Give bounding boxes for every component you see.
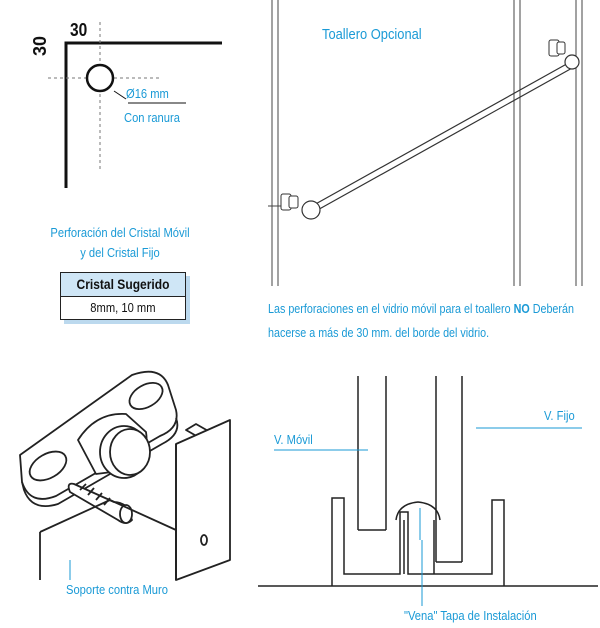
suggested-glass-title: Cristal Sugerido bbox=[76, 276, 170, 292]
bar-end-knob bbox=[301, 200, 321, 220]
dim-vertical: 30 bbox=[30, 35, 50, 56]
note-emphasis: NO bbox=[513, 302, 530, 316]
suggested-glass-box: Cristal Sugerido 8mm, 10 mm bbox=[60, 272, 186, 320]
perforation-caption-line2: y del Cristal Fijo bbox=[80, 245, 160, 260]
cap-dome bbox=[395, 501, 441, 521]
cap-label: "Vena" Tapa de Instalación bbox=[404, 608, 537, 623]
note-line1: Las perforaciones en el vidrio móvil par… bbox=[268, 297, 574, 321]
wall-mount-label: Soporte contra Muro bbox=[66, 582, 168, 597]
bar-end-knob bbox=[564, 54, 580, 70]
mount-slot bbox=[128, 381, 164, 411]
note-text: Las perforaciones en el vidrio móvil par… bbox=[268, 302, 514, 316]
towel-bar-label: Toallero Opcional bbox=[322, 26, 422, 43]
movable-glass-label: V. Móvil bbox=[274, 432, 313, 447]
bar-fixing bbox=[288, 195, 299, 209]
glass-corner bbox=[64, 41, 222, 188]
towel-bar-drawing bbox=[268, 0, 583, 286]
screw-thread bbox=[79, 483, 87, 491]
fixed-glass-label: V. Fijo bbox=[544, 408, 575, 423]
towel-bar-rod bbox=[311, 60, 573, 207]
diameter-leader bbox=[113, 90, 127, 100]
note-line2: hacerse a más de 30 mm. del borde del vi… bbox=[268, 326, 490, 340]
note-text: Deberán bbox=[529, 302, 574, 316]
wall-mount-drawing bbox=[19, 370, 231, 581]
mount-plate-edge bbox=[21, 417, 179, 508]
towel-bar-note: Las perforaciones en el vidrio móvil par… bbox=[268, 297, 574, 345]
perforation-caption: Perforación del Cristal Móvil y del Cris… bbox=[43, 223, 198, 263]
suggested-glass-value: 8mm, 10 mm bbox=[90, 300, 156, 315]
cap-stem bbox=[403, 520, 435, 574]
hole-groove: Con ranura bbox=[124, 110, 180, 125]
hole-diameter: Ø16 mm bbox=[126, 86, 169, 101]
dim-horizontal: 30 bbox=[70, 20, 88, 40]
suggested-glass-value-row: 8mm, 10 mm bbox=[61, 296, 185, 319]
towel-bar-rod bbox=[313, 66, 575, 213]
mount-knob-face bbox=[109, 428, 151, 476]
hole-detail bbox=[48, 22, 222, 188]
track-profile bbox=[331, 497, 505, 586]
hole-circle bbox=[85, 63, 115, 93]
screw-thread bbox=[95, 492, 103, 501]
screw-thread bbox=[87, 487, 95, 496]
perforation-caption-line1: Perforación del Cristal Móvil bbox=[50, 225, 190, 240]
mount-slot bbox=[28, 450, 68, 482]
wall-block bbox=[175, 419, 231, 581]
cross-section bbox=[258, 376, 598, 606]
bar-fixing bbox=[556, 41, 566, 55]
wall-edge bbox=[39, 499, 177, 580]
wall-hole bbox=[200, 534, 208, 546]
